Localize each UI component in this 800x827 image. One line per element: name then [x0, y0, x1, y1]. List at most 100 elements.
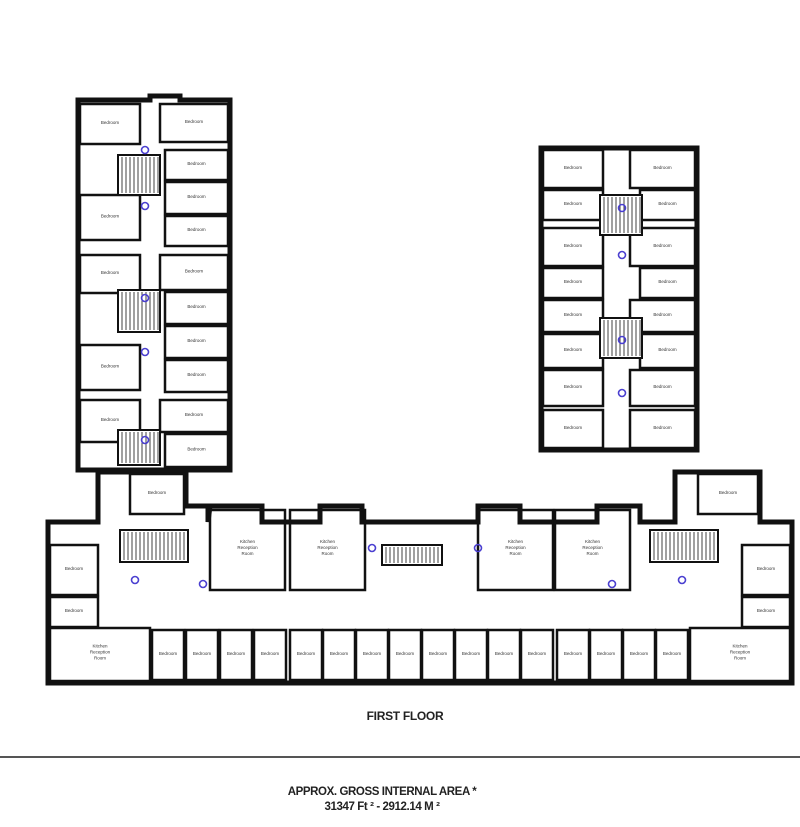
outline-wall [75, 93, 233, 473]
lift-icon [617, 203, 627, 213]
room-wall [78, 102, 142, 146]
bedroom-label: Bedroom [564, 347, 583, 352]
floor-label: FIRST FLOOR [366, 709, 444, 723]
room-wall [541, 368, 605, 408]
divider-line [0, 756, 800, 758]
bedroom-label: Bedroom [564, 425, 583, 430]
bedroom-label: Bedroom [429, 651, 448, 656]
room-wall [696, 472, 760, 516]
bedroom-label: Bedroom [297, 651, 316, 656]
room-wall [654, 628, 690, 682]
bedroom-label: Bedroom [663, 651, 682, 656]
room-wall [184, 628, 220, 682]
room-wall [628, 368, 697, 408]
bedroom-label: Bedroom [187, 304, 206, 309]
bedroom-label: Bedroom [187, 194, 206, 199]
room-wall [158, 253, 230, 292]
room-wall [163, 148, 230, 182]
room-wall [541, 408, 605, 450]
room-wall [78, 398, 142, 444]
room-wall [740, 543, 792, 597]
bedroom-label: Bedroom [187, 372, 206, 377]
bedroom-label: Bedroom [564, 651, 583, 656]
room-wall [163, 214, 230, 248]
room-wall [128, 472, 186, 516]
room-wall [163, 180, 230, 216]
lift-icon [140, 201, 150, 211]
bedroom-label: Bedroom [185, 412, 204, 417]
bedroom-label: Bedroom [653, 384, 672, 389]
staircase [119, 529, 189, 563]
bedroom-label: Bedroom [462, 651, 481, 656]
bedroom-label: Bedroom [65, 566, 84, 571]
room-wall [553, 508, 632, 592]
gross-area-value: 31347 Ft ² - 2912.14 M ² [324, 801, 440, 813]
bedroom-label: Bedroom [101, 417, 120, 422]
bedroom-label: Bedroom [330, 651, 349, 656]
staircases [117, 154, 719, 566]
room-wall [158, 398, 230, 434]
lift-icons [130, 145, 687, 589]
lift-icon [140, 293, 150, 303]
lift-icon [140, 435, 150, 445]
bedroom-label: Bedroom [101, 214, 120, 219]
bedroom-label: Bedroom [564, 312, 583, 317]
room-wall [163, 290, 230, 326]
bedroom-label: Bedroom [185, 269, 204, 274]
staircase [381, 544, 443, 566]
room-wall [628, 298, 697, 334]
room-wall [628, 408, 697, 450]
room-wall [252, 628, 288, 682]
room-wall [541, 148, 605, 190]
bedroom-label: Bedroom [564, 243, 583, 248]
bedroom-label: Bedroom [564, 384, 583, 389]
room-wall [78, 343, 142, 392]
staircase [599, 317, 643, 359]
room-wall [48, 626, 152, 683]
room-wall [519, 628, 555, 682]
bedroom-label: Bedroom [757, 566, 776, 571]
lift-icon [607, 579, 617, 589]
bedroom-label: Bedroom [101, 270, 120, 275]
bedroom-label: Bedroom [597, 651, 616, 656]
bedroom-label: Bedroom [564, 165, 583, 170]
room-wall [78, 253, 142, 295]
staircase [117, 429, 161, 466]
lift-icon [140, 145, 150, 155]
bedroom-label: Bedroom [653, 425, 672, 430]
bedroom-label: Bedroom [187, 161, 206, 166]
room-wall [48, 543, 100, 597]
lift-icon [473, 543, 483, 553]
room-wall [288, 508, 367, 592]
room-wall [150, 628, 186, 682]
bedroom-label: Bedroom [363, 651, 382, 656]
room-wall [158, 102, 230, 144]
room-wall [218, 628, 254, 682]
room-wall [628, 226, 697, 268]
lift-icon [140, 347, 150, 357]
rooms: BedroomBedroomBedroomBedroomBedroomBedro… [48, 102, 792, 683]
room-wall [476, 508, 555, 592]
lift-icon [198, 579, 208, 589]
lift-icon [617, 335, 627, 345]
outline-wall [538, 145, 700, 453]
bedroom-label: Bedroom [757, 608, 776, 613]
room-wall [638, 266, 697, 300]
bedroom-label: Bedroom [101, 364, 120, 369]
room-wall [163, 324, 230, 360]
room-wall [541, 298, 605, 334]
bedroom-label: Bedroom [658, 279, 677, 284]
bedroom-label: Bedroom [193, 651, 212, 656]
bedroom-label: Bedroom [564, 279, 583, 284]
room-wall [163, 358, 230, 394]
bedroom-label: Bedroom [65, 608, 84, 613]
bedroom-label: Bedroom [658, 201, 677, 206]
bedroom-label: Bedroom [653, 243, 672, 248]
bedroom-label: Bedroom [187, 227, 206, 232]
lift-icon [677, 575, 687, 585]
bedroom-label: Bedroom [227, 651, 246, 656]
bedroom-label: Bedroom [396, 651, 415, 656]
bedroom-label: Bedroom [187, 338, 206, 343]
bedroom-label: Bedroom [630, 651, 649, 656]
